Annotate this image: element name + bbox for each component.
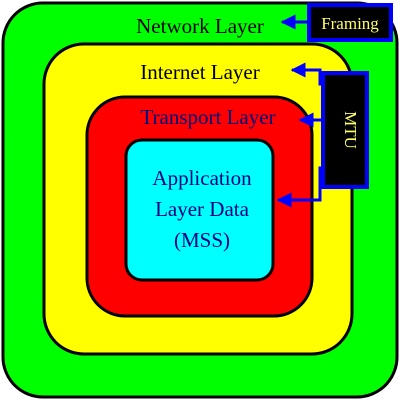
application-layer-label-line1: Application bbox=[152, 166, 252, 190]
internet-layer-label: Internet Layer bbox=[140, 60, 260, 84]
application-layer-box bbox=[124, 138, 275, 282]
mtu-arrow-to-application bbox=[276, 166, 323, 208]
transport-layer-label: Transport Layer bbox=[140, 105, 275, 129]
framing-callout-box bbox=[307, 3, 393, 42]
framing-callout-label: Framing bbox=[321, 14, 379, 33]
mtu-callout-box bbox=[321, 71, 369, 189]
network-layer-label: Network Layer bbox=[136, 14, 264, 38]
mtu-arrow-to-internet bbox=[290, 62, 323, 86]
application-layer-label-line3: (MSS) bbox=[174, 228, 230, 252]
mtu-callout-label: MTU bbox=[341, 111, 360, 149]
application-layer-label-line2: Layer Data bbox=[155, 197, 250, 221]
